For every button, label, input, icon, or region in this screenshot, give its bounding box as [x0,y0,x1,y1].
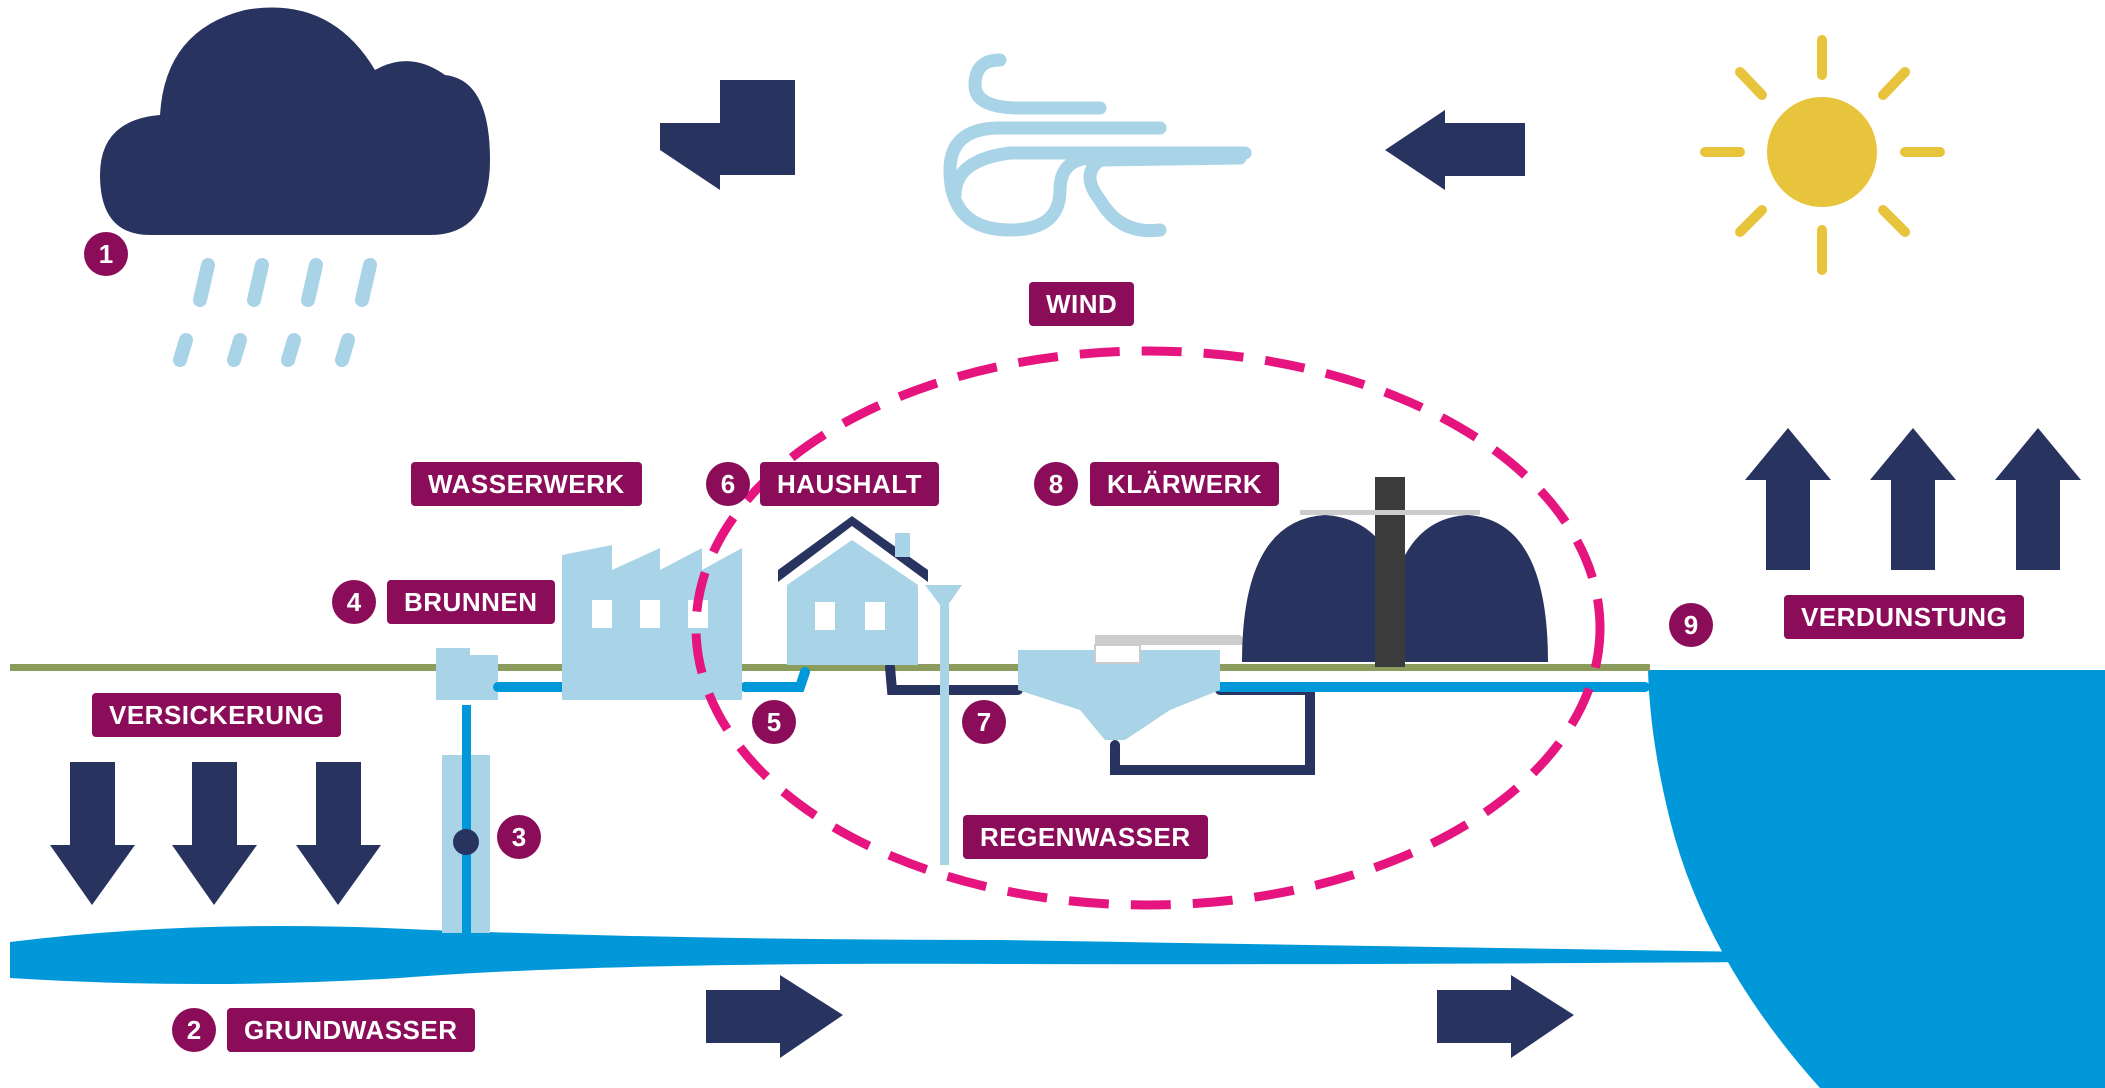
marker-3: 3 [497,815,541,859]
versickerung-label: VERSICKERUNG [92,693,342,737]
sun-icon [1700,35,1945,275]
pipes [493,662,1650,775]
marker-5: 5 [752,700,796,744]
rainwater-drain [940,600,949,865]
lake [1648,670,2105,1088]
wind-label: WIND [1029,282,1135,326]
arrow-left-1 [660,80,795,190]
haushalt-label: HAUSHALT [760,462,940,506]
marker-2: 2 [172,1008,216,1052]
ground-line [10,664,1650,671]
regenwasser-label: REGENWASSER [963,815,1208,859]
seepage-arrows [50,762,381,905]
marker-6: 6 [706,462,750,506]
marker-4: 4 [332,580,376,624]
marker-9: 9 [1669,603,1713,647]
treatment-plant-icon [1018,477,1548,740]
rain-cloud-icon [100,7,490,367]
groundwater-arrows [706,975,1574,1058]
house-icon [778,516,928,665]
well [436,648,498,933]
groundwater-layer [10,926,1760,984]
marker-1: 1 [84,232,128,276]
klaerwerk-label: KLÄRWERK [1090,462,1280,506]
wasserwerk-label: WASSERWERK [411,462,642,506]
verdunstung-label: VERDUNSTUNG [1784,595,2025,639]
grundwasser-label: GRUNDWASSER [227,1008,475,1052]
brunnen-label: BRUNNEN [387,580,555,624]
marker-7: 7 [962,700,1006,744]
highlight-ellipse [691,346,1605,910]
marker-8: 8 [1034,462,1078,506]
wind-icon [943,53,1252,238]
evaporation-arrows [1745,428,2081,570]
